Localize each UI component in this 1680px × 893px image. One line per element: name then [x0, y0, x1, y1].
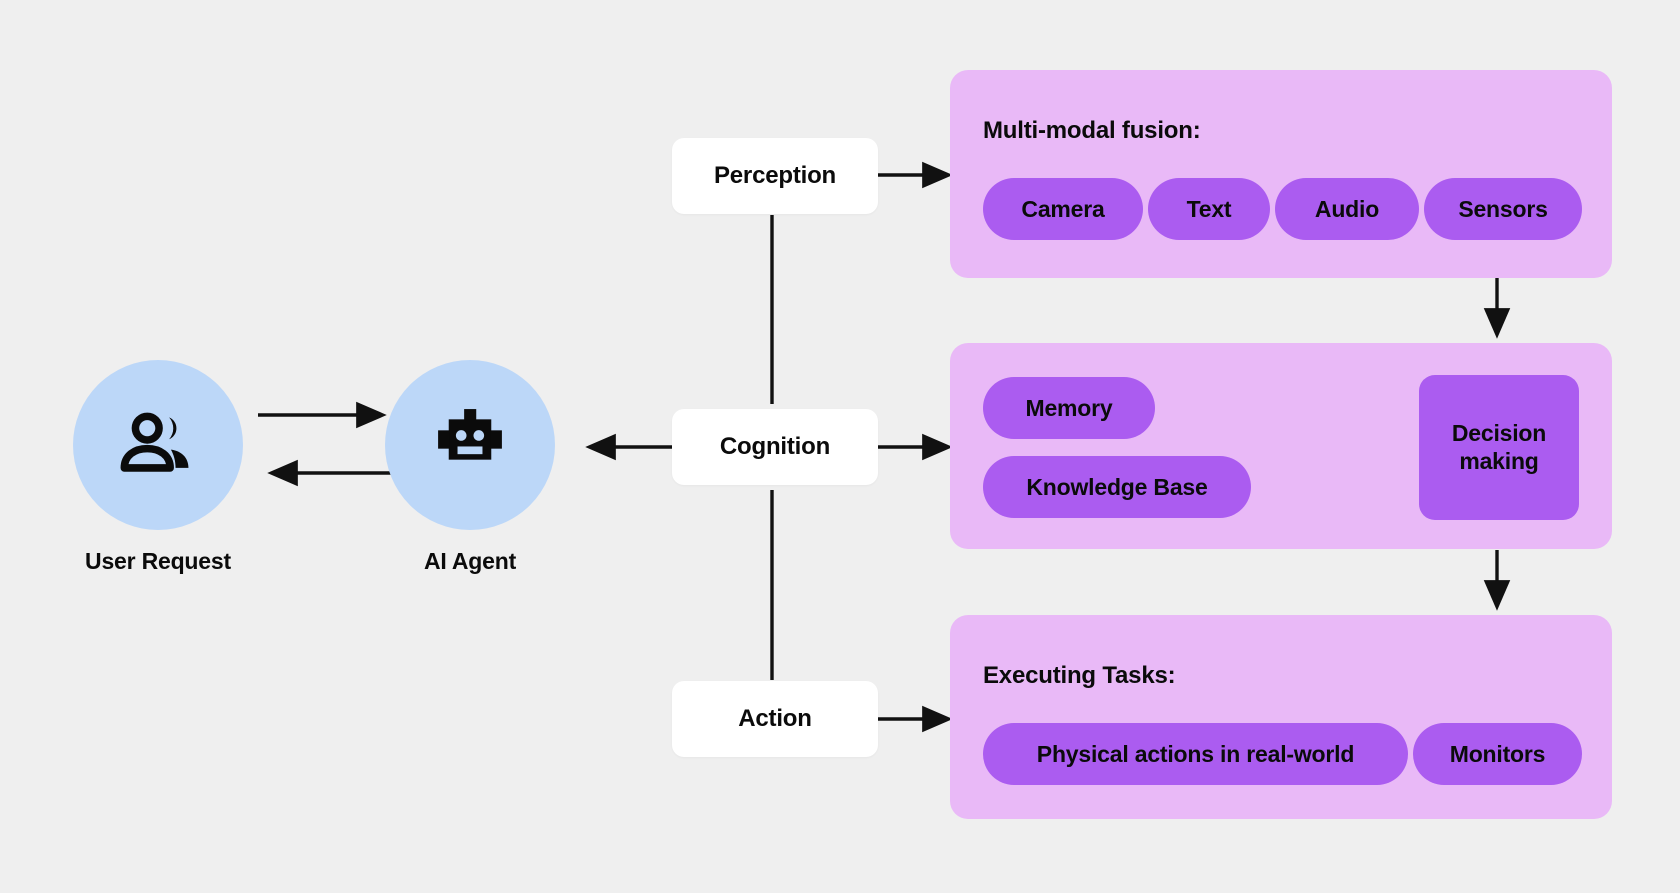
- pill-sensors[interactable]: Sensors: [1424, 178, 1582, 240]
- pill-memory[interactable]: Memory: [983, 377, 1155, 439]
- panel-title-multi-modal-fusion: Multi-modal fusion:: [983, 117, 1201, 144]
- pill-monitors[interactable]: Monitors: [1413, 723, 1582, 785]
- pill-knowledge-base[interactable]: Knowledge Base: [983, 456, 1251, 518]
- users-icon: [120, 412, 189, 472]
- agent-avatar-circle: [385, 360, 555, 530]
- stage-box-action[interactable]: Action: [672, 681, 878, 757]
- pill-text[interactable]: Text: [1148, 178, 1270, 240]
- panel-action: Executing Tasks: Physical actions in rea…: [950, 615, 1612, 819]
- actor-label-user-request: User Request: [85, 548, 231, 574]
- pill-physical-actions[interactable]: Physical actions in real-world: [983, 723, 1408, 785]
- actor-ai-agent[interactable]: AI Agent: [385, 360, 555, 575]
- user-avatar-circle: [73, 360, 243, 530]
- panel-cognition: Memory Knowledge Base Decision making: [950, 343, 1612, 549]
- panel-perception: Multi-modal fusion: Camera Text Audio Se…: [950, 70, 1612, 278]
- decision-making-line-1: Decision: [1451, 419, 1547, 446]
- box-decision-making[interactable]: Decision making: [1419, 375, 1579, 520]
- pill-audio[interactable]: Audio: [1275, 178, 1419, 240]
- robot-icon: [438, 409, 502, 460]
- pill-camera[interactable]: Camera: [983, 178, 1143, 240]
- decision-making-line-2: making: [1459, 447, 1539, 474]
- panel-title-executing-tasks: Executing Tasks:: [983, 662, 1176, 689]
- actor-label-ai-agent: AI Agent: [423, 548, 517, 574]
- stage-box-perception[interactable]: Perception: [672, 138, 878, 214]
- actor-user-request[interactable]: User Request: [73, 360, 243, 575]
- stage-box-cognition[interactable]: Cognition: [672, 409, 878, 485]
